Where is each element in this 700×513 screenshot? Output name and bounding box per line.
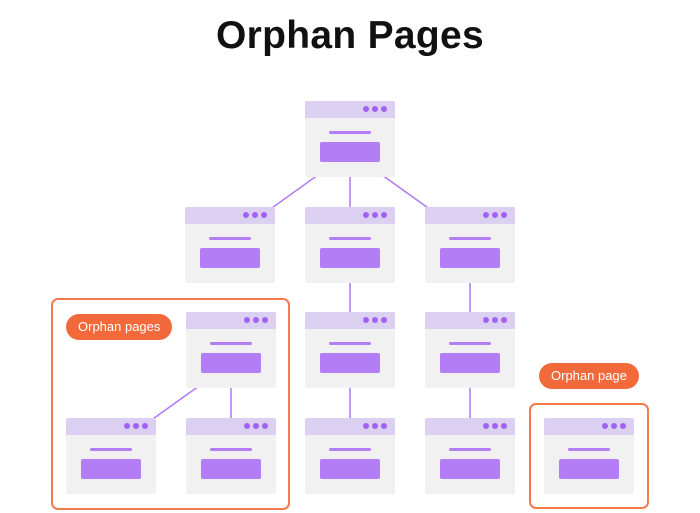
heading-placeholder [329,342,371,345]
page-card-b3 [305,418,395,494]
heading-placeholder [568,448,610,451]
page-card-o4 [544,418,634,494]
content-placeholder [201,353,261,373]
browser-bar [425,207,515,224]
window-dots-icon [363,212,387,218]
window-dots-icon [483,317,507,323]
window-dots-icon [602,423,626,429]
page-card-b [305,207,395,283]
orphan-cluster-frame [51,298,290,510]
content-placeholder [200,248,260,268]
heading-placeholder [209,237,251,240]
page-card-a [185,207,275,283]
content-placeholder [559,459,619,479]
page-card-o1 [186,312,276,388]
window-dots-icon [363,423,387,429]
content-placeholder [440,353,500,373]
browser-bar [186,312,276,329]
browser-bar [66,418,156,435]
content-placeholder [320,459,380,479]
heading-placeholder [329,448,371,451]
heading-placeholder [90,448,132,451]
heading-placeholder [329,131,371,134]
page-card-o2 [66,418,156,494]
window-dots-icon [243,212,267,218]
heading-placeholder [210,448,252,451]
window-dots-icon [363,106,387,112]
browser-bar [305,207,395,224]
window-dots-icon [244,317,268,323]
browser-bar [305,101,395,118]
window-dots-icon [124,423,148,429]
orphan-pages-label: Orphan pages [66,314,173,340]
page-card-o3 [186,418,276,494]
page-card-home [305,101,395,177]
heading-placeholder [329,237,371,240]
content-placeholder [320,353,380,373]
content-placeholder [81,459,141,479]
orphan-single-frame [529,403,649,509]
window-dots-icon [363,317,387,323]
orphan-page-label: Orphan page [539,363,639,389]
content-placeholder [320,248,380,268]
page-card-c3 [425,418,515,494]
diagram-title: Orphan Pages [215,14,484,57]
content-placeholder [201,459,261,479]
browser-bar [305,418,395,435]
page-card-c2 [425,312,515,388]
content-placeholder [440,459,500,479]
content-placeholder [440,248,500,268]
browser-bar [425,418,515,435]
page-card-b2 [305,312,395,388]
heading-placeholder [449,342,491,345]
browser-bar [185,207,275,224]
browser-bar [425,312,515,329]
window-dots-icon [483,423,507,429]
browser-bar [544,418,634,435]
heading-placeholder [449,237,491,240]
heading-placeholder [210,342,252,345]
content-placeholder [320,142,380,162]
window-dots-icon [244,423,268,429]
page-card-c [425,207,515,283]
browser-bar [305,312,395,329]
browser-bar [186,418,276,435]
window-dots-icon [483,212,507,218]
heading-placeholder [449,448,491,451]
